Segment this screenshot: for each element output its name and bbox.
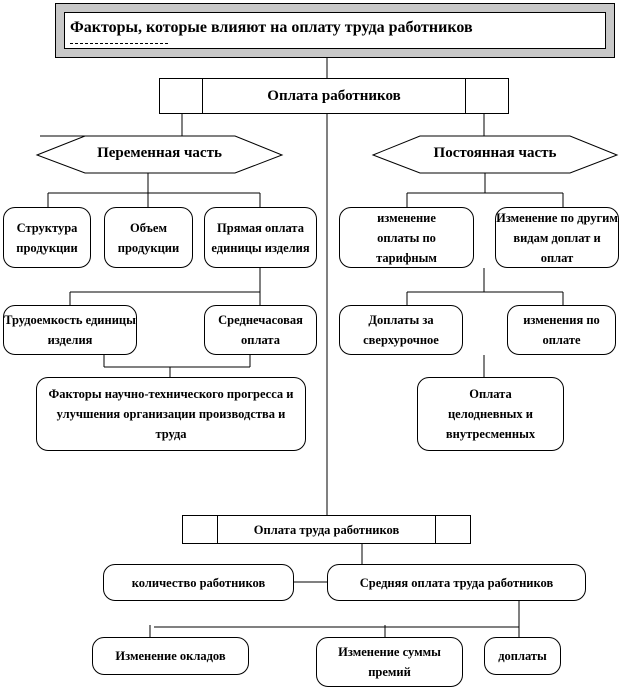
variable-part-hexagon xyxy=(35,135,284,174)
variable-bottom: Факторы научно-технического прогресса и … xyxy=(36,377,306,451)
lower-leaf-1-label: Изменение окладов xyxy=(115,649,226,663)
lower-root-right-segment xyxy=(435,515,471,544)
lower-root-label: Оплата труда работников xyxy=(253,522,400,537)
constant-part-label: Постоянная часть xyxy=(433,145,557,161)
lower-leaf-2: Изменение суммы премий xyxy=(316,637,463,687)
constant-sub-2-label: изменения по оплате xyxy=(523,313,600,347)
constant-sub-2: изменения по оплате xyxy=(507,305,616,355)
title-frame: Факторы, которые влияют на оплату труда … xyxy=(55,3,615,58)
variable-part-label: Переменная часть xyxy=(97,145,222,161)
variable-sub-2-label: Среднечасовая оплата xyxy=(218,313,303,347)
title-inner: Факторы, которые влияют на оплату труда … xyxy=(64,12,606,49)
variable-child-3-label: Прямая оплата единицы изделия xyxy=(211,220,310,255)
lower-leaf-1: Изменение окладов xyxy=(92,637,249,675)
variable-bottom-label: Факторы научно-технического прогресса и … xyxy=(48,387,294,441)
lower-child-1-label: количество работников xyxy=(131,575,266,590)
title-underline xyxy=(70,43,168,44)
lower-leaf-3: доплаты xyxy=(484,637,561,675)
lower-leaf-2-label: Изменение суммы премий xyxy=(338,645,441,679)
constant-sub-1: Доплаты за сверхурочное xyxy=(339,305,463,355)
constant-bottom: Оплата целодневных и внутресменных прост… xyxy=(417,377,564,451)
constant-part-hexagon xyxy=(371,135,619,174)
root-right-segment xyxy=(465,78,509,114)
variable-child-1: Структура продукции xyxy=(3,207,91,268)
lower-root-box: Оплата труда работников xyxy=(217,515,436,544)
variable-child-2-label: Объем продукции xyxy=(117,220,180,255)
variable-sub-2: Среднечасовая оплата xyxy=(204,305,317,355)
constant-child-2: Изменение по другим видам доплат и оплат xyxy=(495,207,619,268)
variable-child-3: Прямая оплата единицы изделия xyxy=(204,207,317,268)
variable-child-1-label: Структура продукции xyxy=(16,220,78,255)
constant-sub-1-label: Доплаты за сверхурочное xyxy=(363,313,439,347)
lower-child-2-label: Средняя оплата труда работников xyxy=(359,575,554,590)
variable-sub-1-label: Трудоемкость единицы изделия xyxy=(4,313,136,347)
constant-child-1-label: изменение оплаты по тарифным xyxy=(376,210,437,265)
constant-child-1: изменение оплаты по тарифным xyxy=(339,207,474,268)
constant-child-2-label: Изменение по другим видам доплат и оплат xyxy=(496,210,618,265)
lower-child-2: Средняя оплата труда работников xyxy=(327,564,586,601)
variable-sub-1: Трудоемкость единицы изделия xyxy=(3,305,137,355)
lower-child-1: количество работников xyxy=(103,564,294,601)
lower-leaf-3-label: доплаты xyxy=(498,649,547,663)
diagram-title: Факторы, которые влияют на оплату труда … xyxy=(70,19,473,36)
root-left-segment xyxy=(159,78,203,114)
constant-bottom-label: Оплата целодневных и внутресменных прост… xyxy=(445,387,536,450)
root-box: Оплата работников xyxy=(202,78,466,114)
lower-root-left-segment xyxy=(182,515,218,544)
root-label: Оплата работников xyxy=(267,88,401,104)
variable-child-2: Объем продукции xyxy=(104,207,193,268)
